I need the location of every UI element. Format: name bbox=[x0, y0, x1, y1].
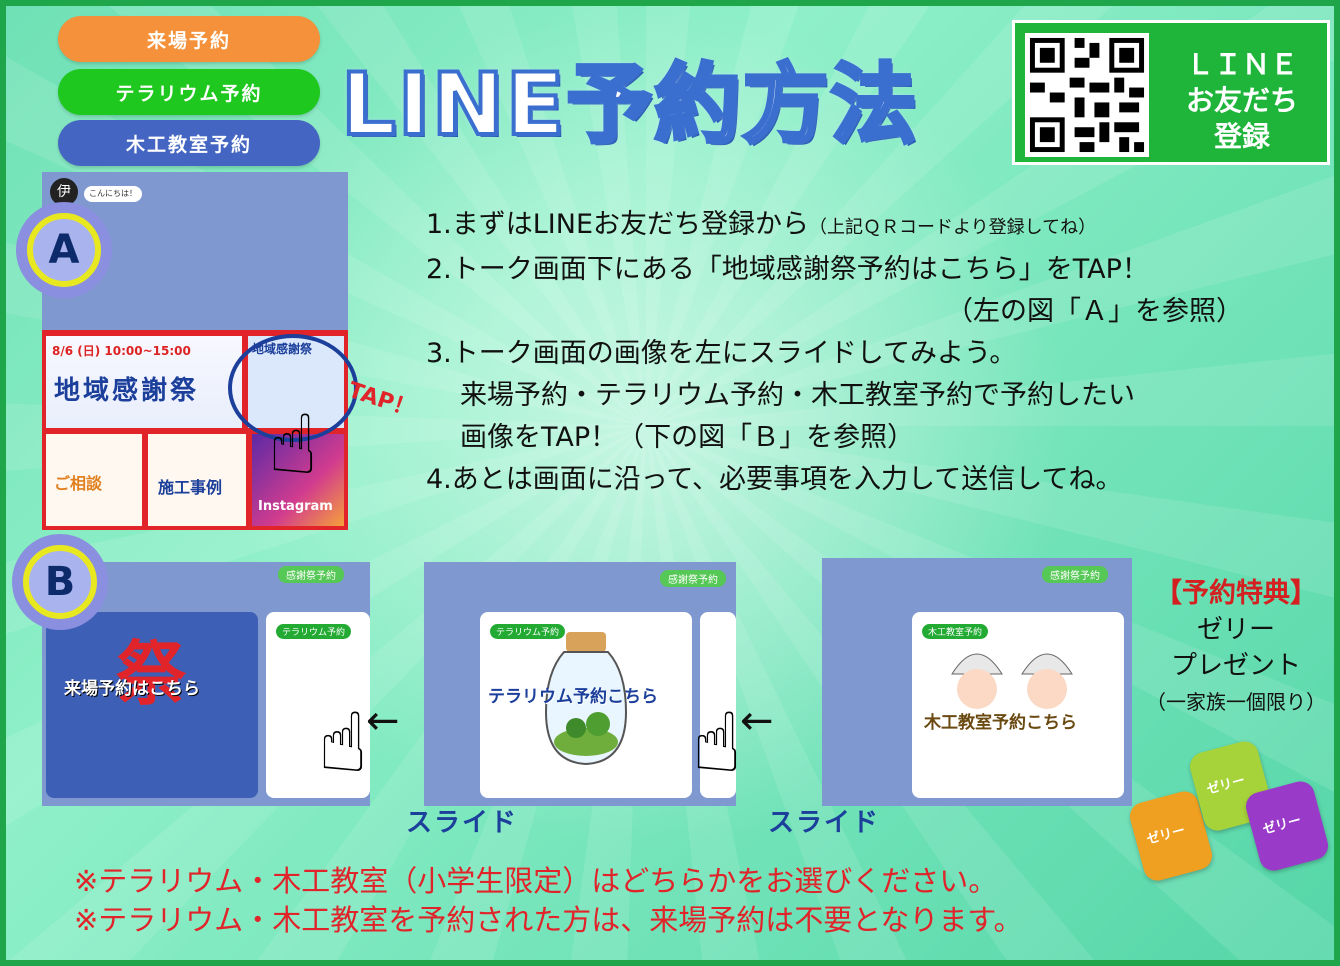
tap-target-circle bbox=[228, 334, 358, 442]
left-arrow-icon: ← bbox=[366, 698, 400, 744]
terrarium-card-tag: テラリウム予約 bbox=[276, 624, 352, 639]
qr-label-line3: 登録 bbox=[1213, 120, 1270, 153]
step-1-text: 1.まずはLINEお友だち登録から bbox=[426, 209, 810, 240]
reservation-perk: 【予約特典】 ゼリー プレゼント （一家族一個限り） bbox=[1136, 576, 1334, 720]
works-tile-label: 施工事例 bbox=[158, 478, 223, 497]
festival-kanji: 祭 bbox=[116, 633, 186, 715]
venue-card-title: 来場予約はこちら bbox=[64, 679, 200, 699]
woodwork-reservation-button[interactable]: 木工教室予約 bbox=[58, 120, 320, 166]
phone-screen-b-woodwork: 感謝祭予約 木工教室予約 木工教室予約こちら bbox=[822, 558, 1132, 806]
qr-label-line1: ＬＩＮＥ bbox=[1185, 48, 1298, 81]
screen-tag: 感謝祭予約 bbox=[278, 566, 344, 583]
tap-label: TAP！ bbox=[345, 377, 418, 423]
step-2: 2.トーク画面下にある「地域感謝祭予約はこちら」をTAP！ bbox=[426, 254, 1149, 285]
note-1: ※テラリウム・木工教室（小学生限定）はどちらかをお選びください。 bbox=[74, 864, 998, 898]
children-helmet-icon bbox=[951, 653, 1073, 709]
terrarium-reservation-button[interactable]: テラリウム予約 bbox=[58, 69, 320, 115]
badge-b-letter: B bbox=[23, 545, 97, 619]
terrarium-card-title: テラリウム予約こちら bbox=[488, 687, 658, 707]
slide-label: スライド bbox=[406, 808, 519, 838]
step-3-line2: 来場予約・テラリウム予約・木工教室予約で予約したい bbox=[460, 380, 1135, 411]
phone-screen-b-venue: 感謝祭予約 祭 来場予約はこちら テラリウム予約 bbox=[42, 562, 370, 806]
perk-line1: ゼリー bbox=[1196, 615, 1275, 645]
qr-code-icon[interactable] bbox=[1025, 33, 1149, 157]
terrarium-card-partial[interactable]: テラリウム予約 bbox=[266, 612, 370, 798]
woodwork-card[interactable]: 木工教室予約 木工教室予約こちら bbox=[912, 612, 1124, 798]
note-2: ※テラリウム・木工教室を予約された方は、来場予約は不要となります。 bbox=[74, 903, 1023, 937]
perk-line2: プレゼント bbox=[1170, 651, 1301, 681]
badge-a-letter: A bbox=[27, 213, 101, 287]
perk-note: （一家族一個限り） bbox=[1146, 690, 1326, 714]
poster: 来場予約 テラリウム予約 木工教室予約 LINE予約方法 ＬＩＮＥ お友だち 登… bbox=[6, 6, 1334, 960]
badge-a: A bbox=[16, 202, 112, 298]
woodwork-card-title: 木工教室予約こちら bbox=[924, 713, 1077, 733]
instagram-tile-label: Instagram bbox=[258, 499, 333, 514]
festival-date: 8/6 (日) 10:00~15:00 bbox=[52, 344, 191, 358]
festival-name: 地域感謝祭 bbox=[54, 376, 200, 406]
step-1: 1.まずはLINEお友だち登録から（上記ＱＲコードより登録してね） bbox=[426, 204, 1316, 249]
terrarium-card-tag: テラリウム予約 bbox=[490, 624, 566, 639]
qr-label-line2: お友だち bbox=[1185, 84, 1298, 117]
step-3-line3: 画像をTAP！（下の図「Ｂ」を参照） bbox=[460, 422, 915, 453]
left-arrow-icon: ← bbox=[740, 698, 774, 744]
rich-menu-consult-tile[interactable]: ご相談 bbox=[46, 434, 142, 526]
pointing-hand-icon: ☝ bbox=[318, 696, 368, 791]
terrarium-jar-icon bbox=[544, 632, 628, 766]
step-4: 4.あとは画面に沿って、必要事項を入力して送信してね。 bbox=[426, 464, 1123, 495]
qr-label: ＬＩＮＥ お友だち 登録 bbox=[1161, 47, 1323, 155]
woodwork-card-tag: 木工教室予約 bbox=[922, 624, 989, 639]
screen-tag: 感謝祭予約 bbox=[660, 570, 726, 587]
woodwork-card-partial[interactable] bbox=[700, 612, 736, 798]
notes: ※テラリウム・木工教室（小学生限定）はどちらかをお選びください。 ※テラリウム・… bbox=[74, 862, 1174, 940]
step-3: 3.トーク画面の画像を左にスライドしてみよう。 bbox=[426, 338, 1017, 369]
page-title: LINE予約方法 bbox=[339, 53, 919, 157]
terrarium-card[interactable]: テラリウム予約 テラリウム予約こちら bbox=[480, 612, 692, 798]
step-1-note: （上記ＱＲコードより登録してね） bbox=[809, 217, 1097, 238]
venue-reservation-button[interactable]: 来場予約 bbox=[58, 16, 320, 62]
screen-tag: 感謝祭予約 bbox=[1042, 566, 1108, 583]
pointing-hand-icon: ☝ bbox=[268, 398, 318, 493]
pointing-hand-icon: ☝ bbox=[692, 696, 742, 791]
avatar: 伊 bbox=[50, 178, 78, 206]
qr-register-box[interactable]: ＬＩＮＥ お友だち 登録 bbox=[1012, 20, 1330, 165]
rich-menu-works-tile[interactable]: 施工事例 bbox=[148, 434, 246, 526]
consult-tile-label: ご相談 bbox=[54, 474, 103, 493]
phone-screen-b-terrarium: 感謝祭予約 テラリウム予約 テラリウム予約こちら bbox=[424, 562, 736, 806]
rich-menu-festival-tile[interactable]: 8/6 (日) 10:00~15:00 地域感謝祭 bbox=[46, 336, 242, 428]
badge-b: B bbox=[12, 534, 108, 630]
rich-menu-instagram-tile[interactable]: Instagram bbox=[252, 434, 344, 526]
venue-card[interactable]: 祭 来場予約はこちら bbox=[46, 612, 258, 798]
chat-bubble: こんにちは！ bbox=[84, 186, 142, 202]
step-2-reference: （左の図「Ａ」を参照） bbox=[946, 296, 1243, 327]
slide-label: スライド bbox=[768, 808, 881, 838]
instruction-steps: 1.まずはLINEお友だち登録から（上記ＱＲコードより登録してね） 2.トーク画… bbox=[426, 204, 1316, 501]
perk-title: 【予約特典】 bbox=[1155, 578, 1317, 609]
